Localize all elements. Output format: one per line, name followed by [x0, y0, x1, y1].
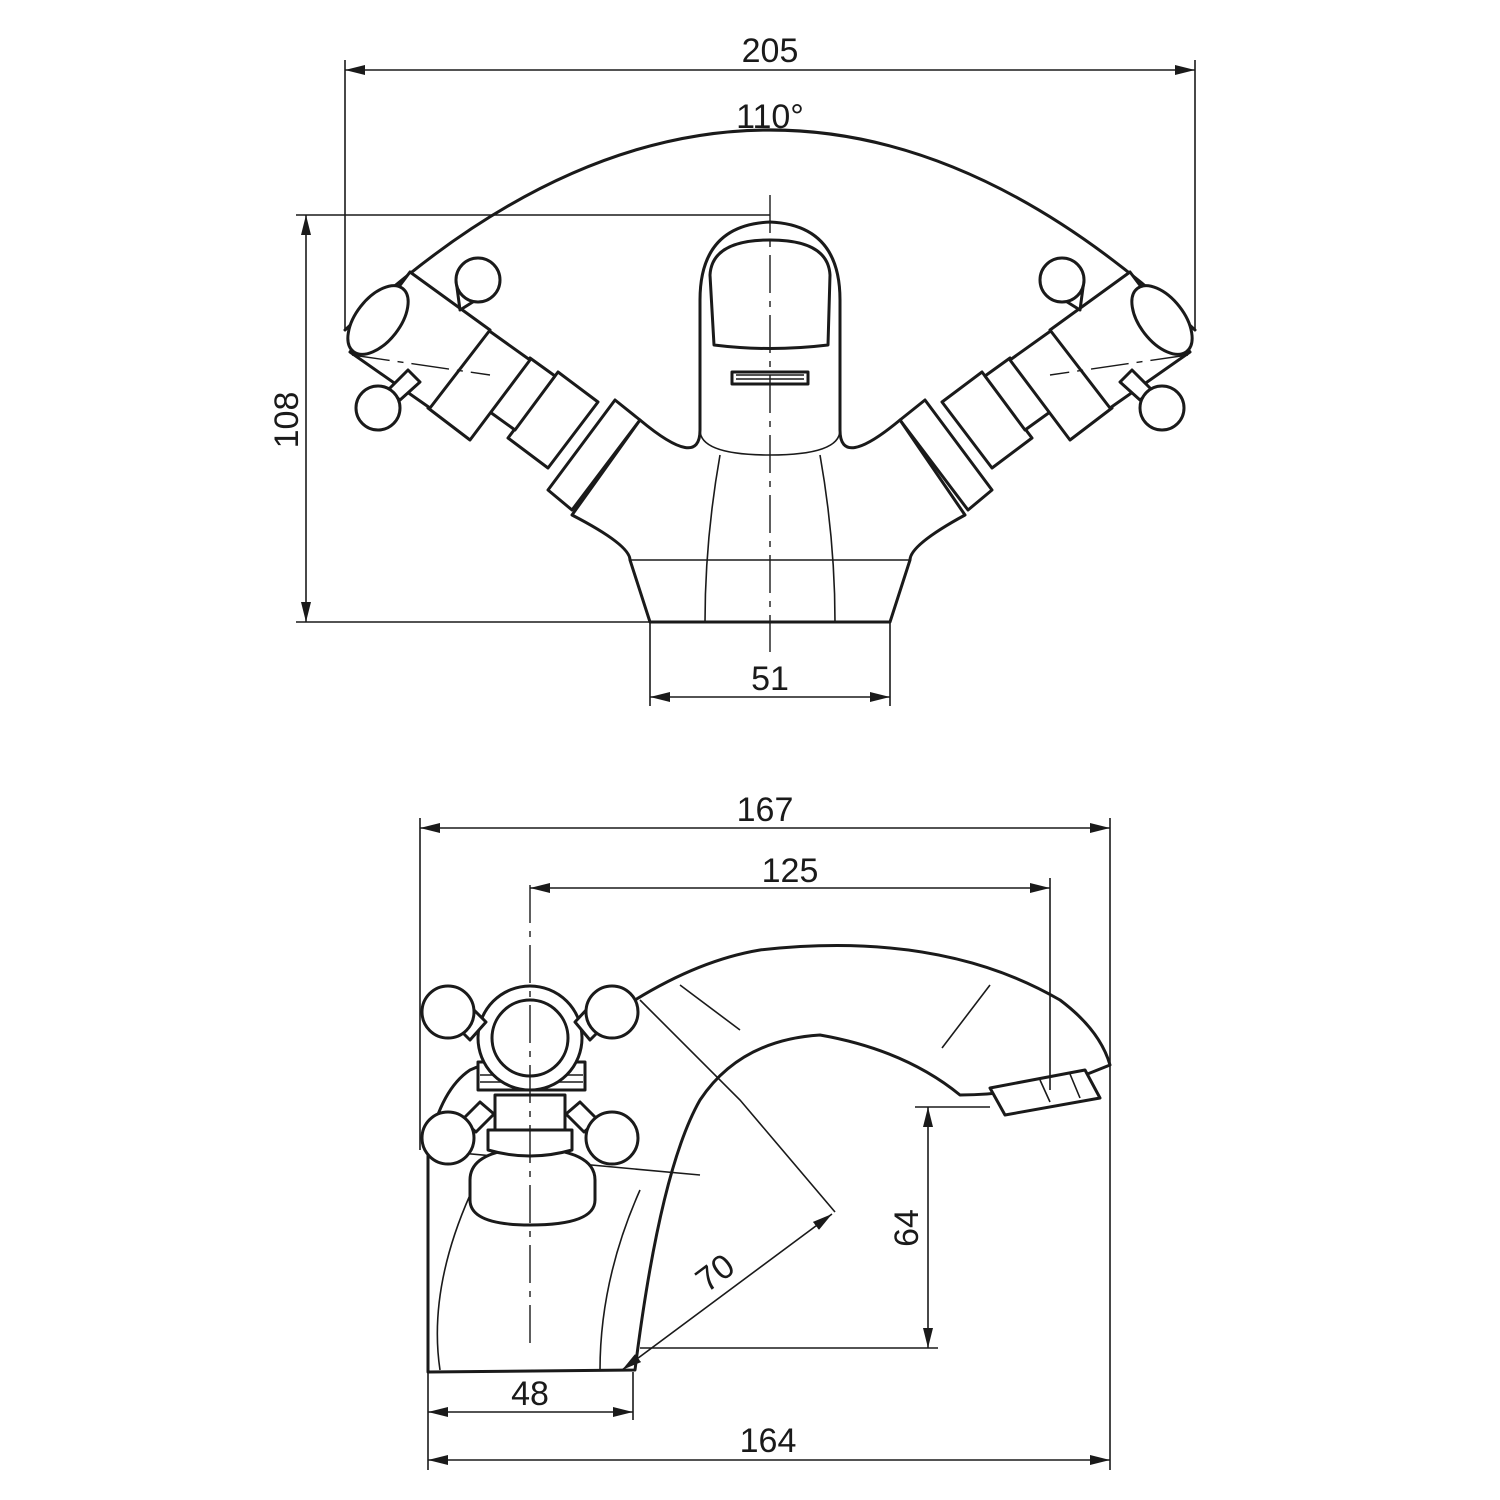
dim-label-205: 205: [742, 32, 799, 70]
dim-base-48: 48: [427, 1372, 634, 1470]
dim-height-108: 108: [268, 214, 770, 623]
side-knob-bottom-left[interactable]: [420, 1100, 496, 1166]
dim-label-125: 125: [762, 852, 819, 890]
left-handle-knob-bottom[interactable]: [354, 368, 422, 432]
right-handle-assembly: [898, 256, 1194, 512]
side-knob-top-right[interactable]: [573, 984, 640, 1042]
dim-overall-164: 164: [428, 1065, 1111, 1470]
right-handle-knob-top[interactable]: [1038, 256, 1086, 312]
dim-width-205: 205: [344, 32, 1196, 330]
dim-label-48: 48: [511, 1375, 549, 1413]
left-handle-knob-top[interactable]: [454, 256, 502, 312]
dim-reach-125: 125: [530, 852, 1051, 1090]
dim-label-164: 164: [740, 1422, 797, 1460]
dim-label-167: 167: [737, 791, 794, 829]
right-handle-knob-bottom[interactable]: [1118, 368, 1186, 432]
dim-label-51: 51: [751, 660, 789, 698]
dim-overall-167: 167: [419, 791, 1111, 1150]
dim-base-51: 51: [649, 622, 891, 706]
dim-label-angle: 110°: [736, 98, 804, 136]
front-view: 205 110° 108 51: [268, 32, 1197, 706]
side-knob-top-left[interactable]: [420, 984, 488, 1042]
dim-label-108: 108: [268, 392, 306, 449]
dim-spout-height-64: 64: [640, 1106, 990, 1349]
dim-label-64: 64: [888, 1209, 926, 1247]
handle-swing-arc: [343, 128, 1197, 332]
side-view: 167 125 64 70 48: [419, 791, 1112, 1470]
spout: [708, 238, 832, 350]
left-handle-assembly: [346, 256, 642, 512]
side-knob-bottom-right[interactable]: [564, 1100, 640, 1166]
dim-label-70: 70: [689, 1247, 742, 1300]
